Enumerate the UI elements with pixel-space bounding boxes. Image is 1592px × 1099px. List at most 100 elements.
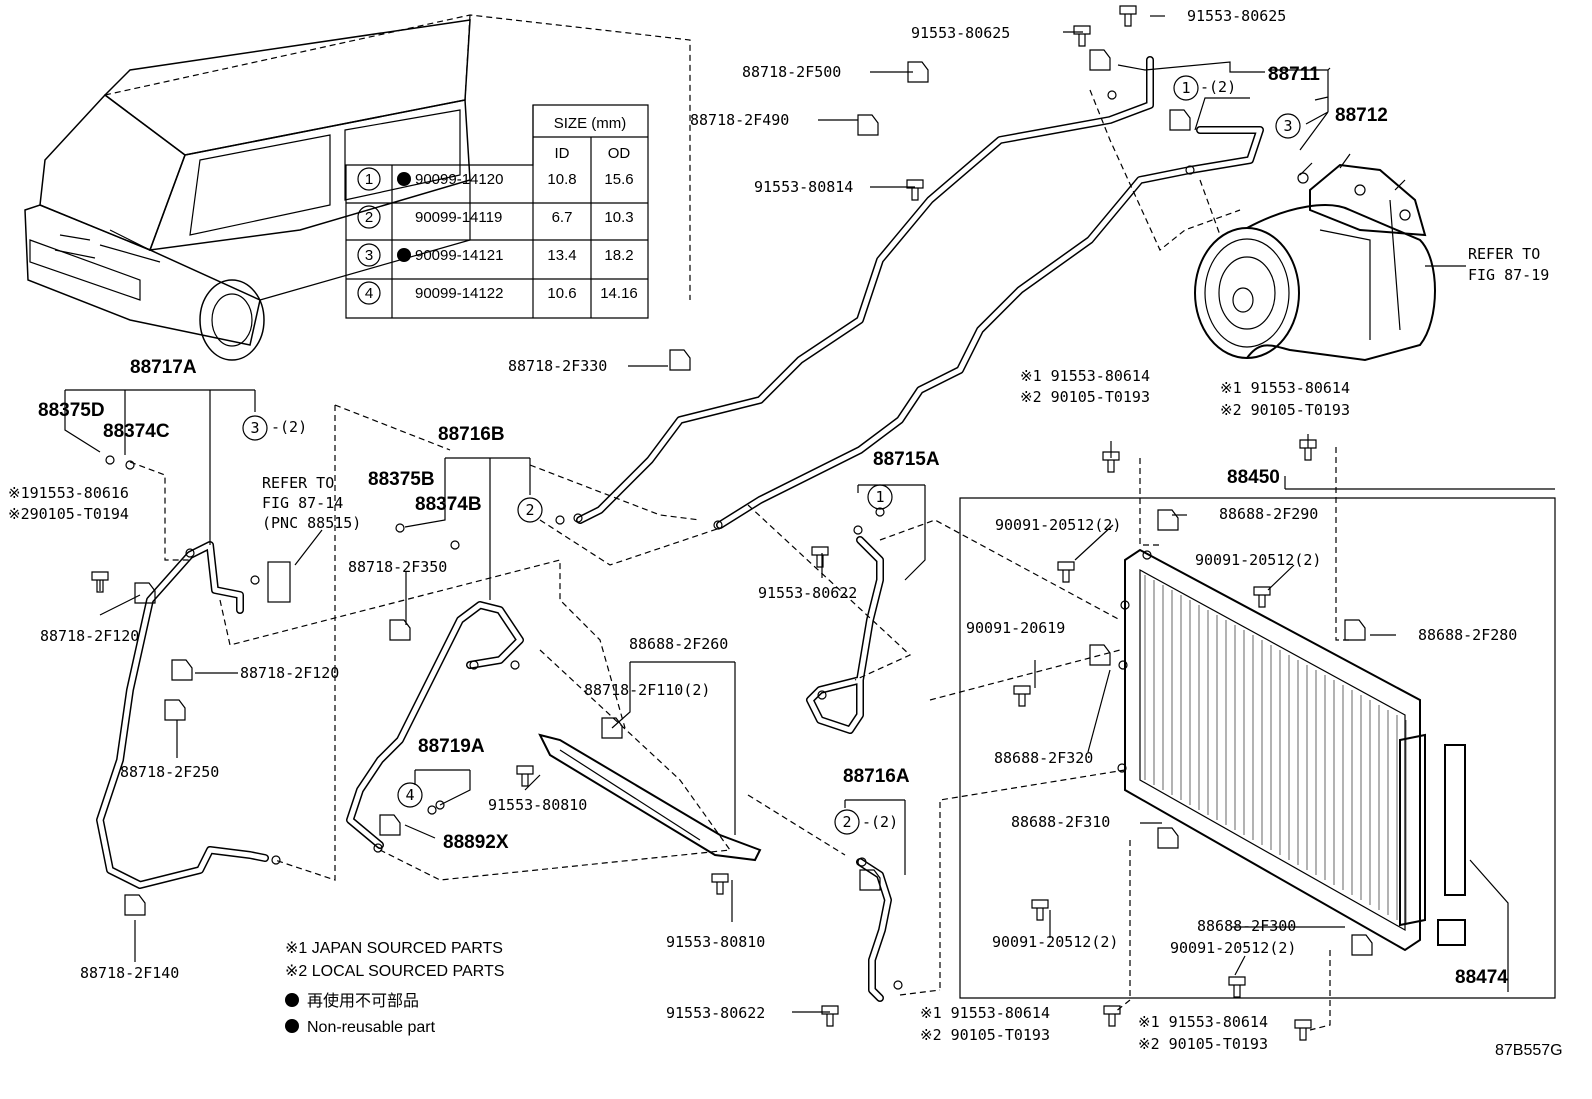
o-ring-icon [271, 855, 281, 865]
o-ring-icon [817, 690, 827, 700]
table-od-value: 18.2 [604, 247, 633, 264]
bolt-icon [711, 873, 729, 895]
bolt-icon [1057, 561, 1075, 583]
circle-ref-icon [517, 497, 543, 523]
bolt-icon [1102, 451, 1120, 473]
callout-p88716A: 88716A [843, 766, 910, 787]
table-id-value: 6.7 [552, 209, 573, 226]
table-row-number: 3 [365, 247, 373, 264]
circle-ref-icon [834, 809, 860, 835]
o-ring-icon [1120, 600, 1130, 610]
callout-p88718-2F120-b: 88718-2F120 [240, 664, 339, 682]
clamp-icon [1089, 49, 1111, 71]
callout-p91553-80810-a: 91553-80810 [488, 796, 587, 814]
table-circle-icon [357, 205, 381, 229]
o-ring-icon [573, 513, 583, 523]
circle-ref-number: 4 [405, 786, 414, 804]
table-part-number: 90099-14121 [415, 247, 503, 264]
callout-l90105-T0193-b: ※2 90105-T0193 [1220, 401, 1350, 419]
o-ring-icon [713, 520, 723, 530]
bolt-icon [1073, 25, 1091, 47]
o-ring-icon [105, 455, 115, 465]
clamp-icon [859, 869, 881, 891]
callout-refer-87-19-a: REFER TO [1468, 245, 1540, 263]
callout-p91553-80622-a: 91553-80622 [758, 584, 857, 602]
callout-p88688-2F280: 88688-2F280 [1418, 626, 1517, 644]
callout-p88718-2F330: 88718-2F330 [508, 357, 607, 375]
non-reusable-dot-icon [397, 172, 411, 186]
callout-p88718-2F350: 88718-2F350 [348, 558, 447, 576]
clamp-icon [171, 659, 193, 681]
bracket-88688-2F260 [538, 733, 762, 862]
callout-p88718-2F140: 88718-2F140 [80, 964, 179, 982]
pressure-switch-icon [267, 561, 291, 603]
o-ring-icon [1118, 660, 1128, 670]
circle-ref-icon [1275, 113, 1301, 139]
table-part-number: 90099-14122 [415, 285, 503, 302]
o-ring-icon [435, 800, 445, 810]
non-reusable-dot-icon [285, 993, 299, 1007]
table-id-value: 10.8 [547, 171, 576, 188]
callout-l90105-T0193-d: ※2 90105-T0193 [1138, 1035, 1268, 1053]
o-ring-icon [857, 857, 867, 867]
callout-l90105-T0193-c: ※2 90105-T0193 [920, 1026, 1050, 1044]
table-part-number: 90099-14120 [415, 171, 503, 188]
callout-l90105-T0193-a: ※2 90105-T0193 [1020, 388, 1150, 406]
o-ring-icon [1117, 763, 1127, 773]
o-ring-icon [395, 523, 405, 533]
bolt-icon [1013, 685, 1031, 707]
table-row-number: 4 [365, 285, 373, 302]
callout-p90091-20512-c: 90091-20512(2) [992, 933, 1118, 951]
table-od-value: 14.16 [600, 285, 638, 302]
callout-p90091-20619: 90091-20619 [966, 619, 1065, 637]
clamp-icon [907, 61, 929, 83]
callout-j91553-80614-d: ※1 91553-80614 [1138, 1013, 1268, 1031]
non-reusable-dot-icon [285, 1019, 299, 1033]
bolt-icon [1119, 5, 1137, 27]
callout-p88718-2F110: 88718-2F110(2) [584, 681, 710, 699]
pipe-88716A [856, 858, 892, 1002]
circle-ref-number: 2 [842, 813, 851, 831]
table-od-value: 10.3 [604, 209, 633, 226]
o-ring-icon [250, 575, 260, 585]
callout-p90091-20512-b: 90091-20512(2) [1195, 551, 1321, 569]
table-circle-icon [357, 243, 381, 267]
non-reusable-dot-icon [397, 248, 411, 262]
callout-p88375B: 88375B [368, 469, 435, 490]
callout-p91553-80625-b: 91553-80625 [1187, 7, 1286, 25]
table-circle-icon [357, 167, 381, 191]
table-id-value: 10.6 [547, 285, 576, 302]
circle-ref-number: 3 [1283, 117, 1292, 135]
clamp-icon [857, 114, 879, 136]
callout-p88688-2F300: 88688-2F300 [1197, 917, 1296, 935]
table-row-number: 2 [365, 209, 373, 226]
o-ring-icon [555, 515, 565, 525]
o-ring-icon [893, 980, 903, 990]
clamp-icon [164, 699, 186, 721]
callout-p90091-20512-a: 90091-20512(2) [995, 516, 1121, 534]
clamp-icon [1157, 827, 1179, 849]
callout-p91553-80814: 91553-80814 [754, 178, 853, 196]
circle-ref-icon [397, 782, 423, 808]
callout-p88375D: 88375D [38, 400, 105, 421]
pipe-88715A [806, 536, 884, 734]
callout-c3-qty: -(2) [271, 418, 307, 436]
callout-refer-87-19-b: FIG 87-19 [1468, 266, 1549, 284]
pipe-88716B [346, 601, 524, 849]
bolt-icon [1253, 586, 1271, 608]
clamp-icon [1344, 619, 1366, 641]
o-ring-icon [125, 460, 135, 470]
bolt-icon [91, 571, 109, 593]
bolt-icon [821, 1005, 839, 1027]
callout-p88688-2F260: 88688-2F260 [629, 635, 728, 653]
callout-refer-87-14-b: FIG 87-14 [262, 494, 343, 512]
callout-p88688-2F320: 88688-2F320 [994, 749, 1093, 767]
bolt-icon [906, 179, 924, 201]
legend-local: ※2 LOCAL SOURCED PARTS [285, 963, 504, 980]
leader-lines [64, 15, 1555, 1013]
callout-j91553-80614-b: ※1 91553-80614 [1220, 379, 1350, 397]
callout-p88718-2F250: 88718-2F250 [120, 763, 219, 781]
table-circle-icon [357, 281, 381, 305]
callout-p91553-80810-b: 91553-80810 [666, 933, 765, 951]
